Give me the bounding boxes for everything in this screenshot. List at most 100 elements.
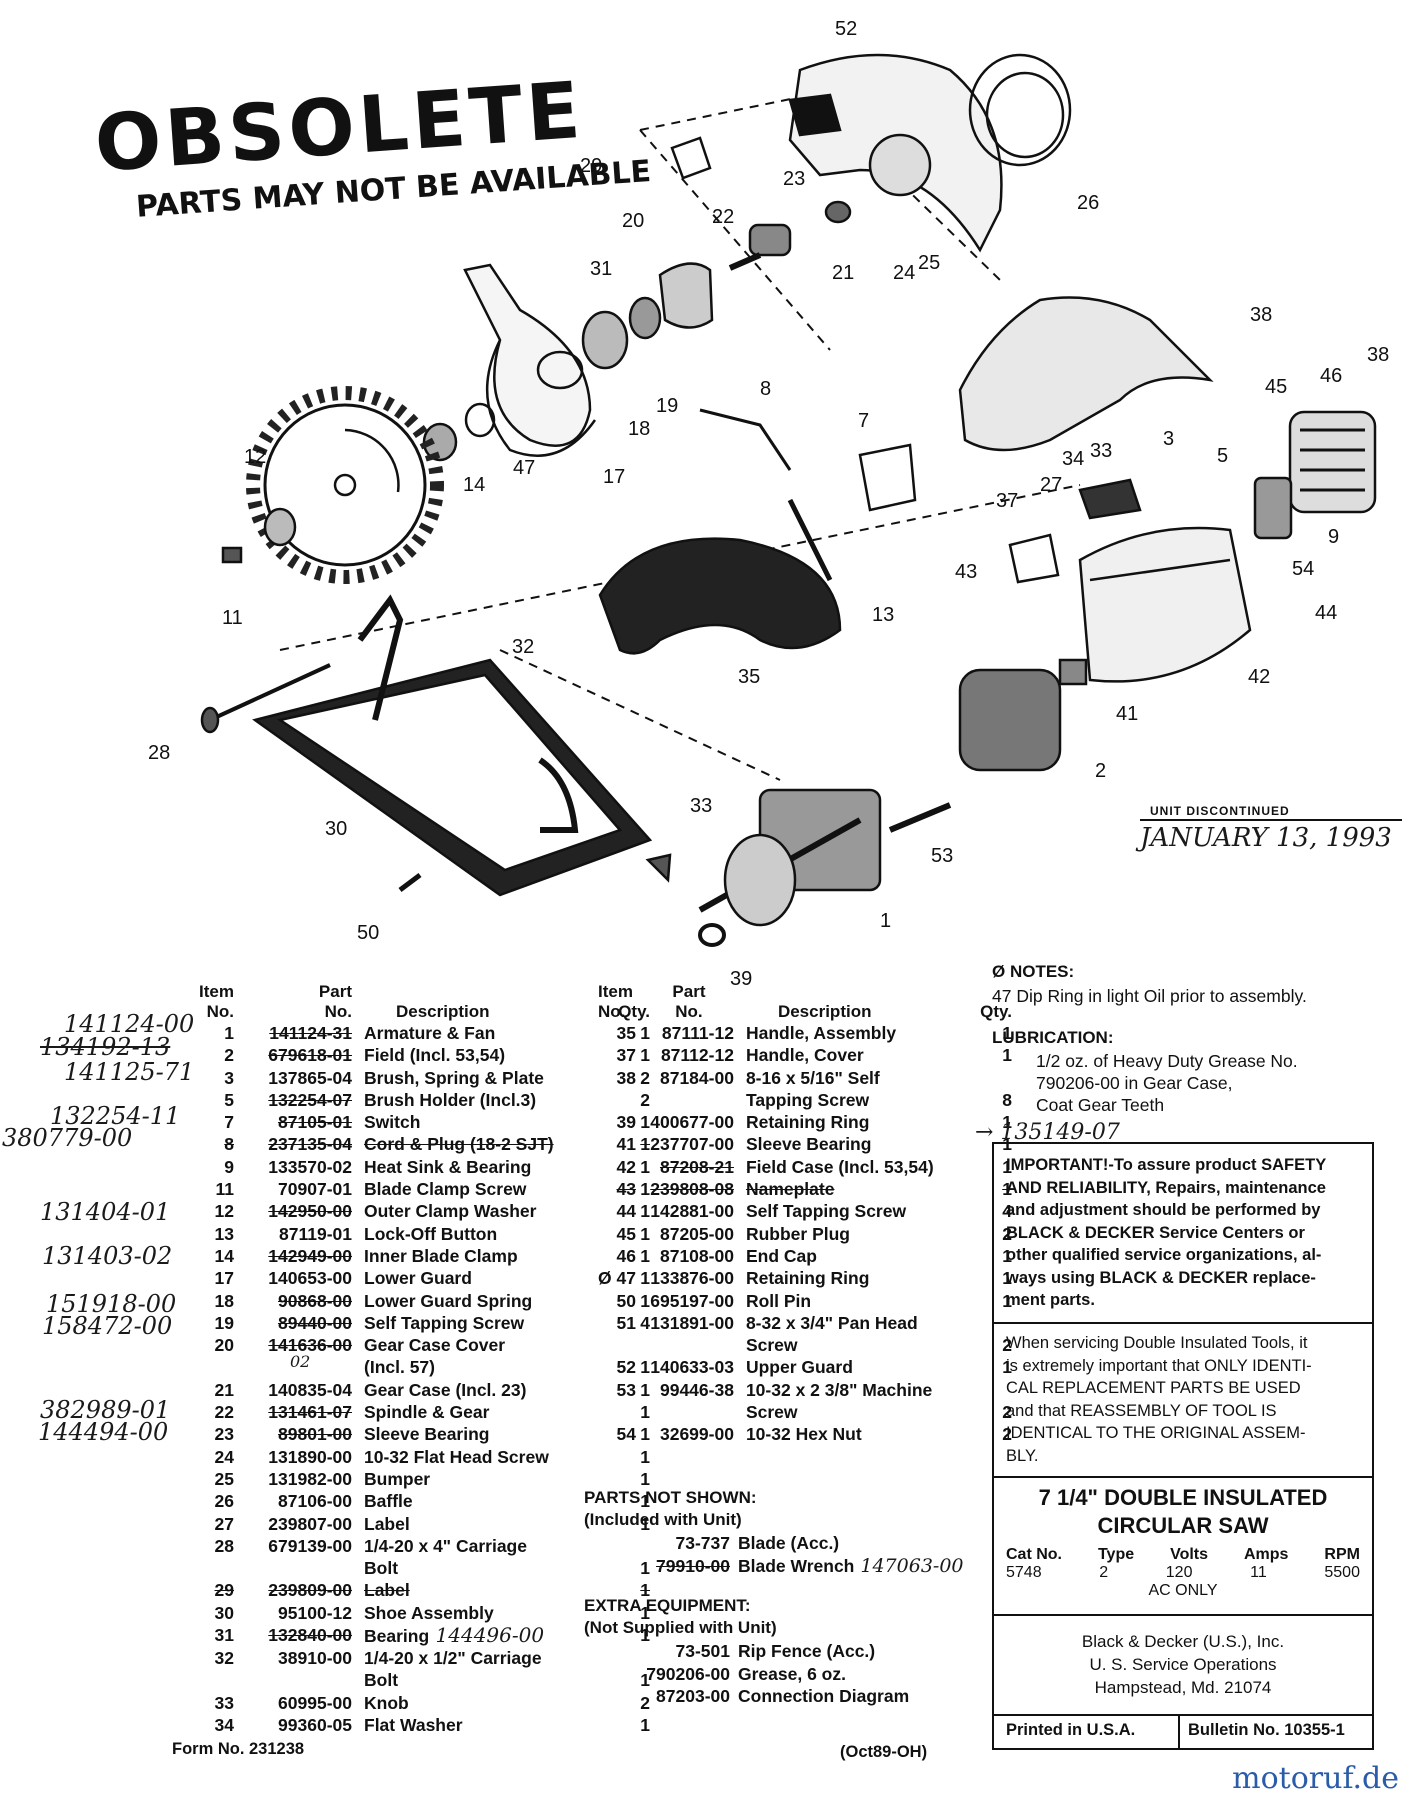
part-number: 87111-12 bbox=[661, 1023, 734, 1043]
description: Brush, Spring & Plate bbox=[364, 1067, 544, 1088]
part-number: 90868-00 bbox=[278, 1290, 352, 1311]
spec-cell: RPM bbox=[1324, 1546, 1360, 1563]
item-number: 52 bbox=[616, 1357, 636, 1378]
description: Switch bbox=[364, 1112, 421, 1133]
text-line: IDENTICAL TO THE ORIGINAL ASSEM- bbox=[1006, 1424, 1306, 1442]
ac-only: AC ONLY bbox=[1148, 1582, 1218, 1599]
description: Armature & Fan bbox=[364, 1023, 496, 1043]
item-number: 17 bbox=[214, 1268, 234, 1289]
callout-46: 46 bbox=[1320, 365, 1343, 387]
callout-8: 8 bbox=[760, 378, 772, 400]
callout-7: 7 bbox=[858, 410, 870, 432]
part-number: 87108-00 bbox=[659, 1245, 734, 1266]
item-number: 26 bbox=[214, 1491, 234, 1512]
callout-37: 37 bbox=[996, 490, 1019, 512]
product-subtitle: CIRCULAR SAW bbox=[1097, 1513, 1269, 1538]
item-number: 21 bbox=[214, 1379, 234, 1400]
callout-52: 52 bbox=[835, 18, 858, 40]
double-insulated-notice: When servicing Double Insulated Tools, i… bbox=[994, 1324, 1372, 1478]
part-number bbox=[640, 1334, 738, 1356]
callout-21: 21 bbox=[832, 262, 855, 284]
part-number: 99360-05 bbox=[278, 1714, 352, 1735]
part-number bbox=[238, 1669, 356, 1691]
handle-assembly-shape bbox=[598, 537, 842, 655]
description: Field Case (Incl. 53,54) bbox=[745, 1156, 934, 1177]
part-number: 131890-00 bbox=[268, 1446, 352, 1467]
part-number: 131461-07 bbox=[268, 1402, 352, 1423]
text-line: Black & Decker (U.S.), Inc. bbox=[1081, 1632, 1285, 1651]
quantity: 4 bbox=[640, 1312, 650, 1333]
item-number: 24 bbox=[214, 1446, 234, 1467]
header-description: Description bbox=[396, 1002, 490, 1021]
part-number: 132254-07 bbox=[268, 1089, 352, 1110]
item-number: 42 bbox=[616, 1156, 636, 1177]
text-line: CAL REPLACEMENT PARTS BE USED bbox=[1006, 1379, 1301, 1397]
callout-44: 44 bbox=[1315, 602, 1338, 624]
callout-30: 30 bbox=[325, 818, 348, 840]
description: Handle, Assembly bbox=[745, 1023, 897, 1043]
part-number: 87119-01 bbox=[279, 1223, 352, 1244]
lubrication-text: 1/2 oz. of Heavy Duty Grease No. 790206-… bbox=[1036, 1050, 1298, 1116]
quantity: 1 bbox=[1002, 1156, 1012, 1177]
item-number: 3 bbox=[224, 1067, 234, 1088]
spec-cell: 5500 bbox=[1324, 1564, 1360, 1581]
header-part-no-r: No. bbox=[675, 1002, 703, 1021]
text-line: ment parts. bbox=[1006, 1291, 1095, 1309]
quantity: 2 bbox=[1002, 1402, 1012, 1423]
quantity: 1 bbox=[640, 1179, 650, 1200]
baffle-shape bbox=[968, 53, 1072, 167]
part-number: 87106-00 bbox=[278, 1491, 352, 1512]
callout-13: 13 bbox=[872, 604, 895, 626]
handwritten-note: 147063-00 bbox=[860, 1554, 964, 1577]
part-number: 87208-21 bbox=[659, 1156, 734, 1177]
description: Self Tapping Screw bbox=[745, 1201, 907, 1222]
lubrication-line: Coat Gear Teeth bbox=[1036, 1095, 1165, 1115]
part-number: 87112-12 bbox=[660, 1045, 734, 1066]
item-number: 11 bbox=[215, 1179, 235, 1200]
description: Inner Blade Clamp bbox=[364, 1245, 518, 1266]
item-number bbox=[190, 1557, 238, 1579]
item-number: 29 bbox=[214, 1580, 234, 1601]
part-number: 142949-00 bbox=[268, 1245, 352, 1266]
description: 10-32 Flat Head Screw bbox=[364, 1446, 549, 1467]
part-number: 239809-00 bbox=[268, 1580, 352, 1601]
callout-33: 33 bbox=[1090, 440, 1113, 462]
part-number: 141636-00 bbox=[268, 1335, 352, 1356]
description: 8-16 x 5/16" Self bbox=[745, 1067, 880, 1088]
item-number: 1 bbox=[224, 1023, 234, 1043]
table-row: (Incl. 57)1 bbox=[190, 1356, 654, 1378]
quantity: 1 bbox=[1002, 1179, 1012, 1200]
callout-41: 41 bbox=[1116, 703, 1139, 725]
quantity: 1 bbox=[640, 1245, 650, 1266]
callout-1: 1 bbox=[880, 910, 892, 932]
item-number: 37 bbox=[616, 1045, 636, 1066]
quantity: 2 bbox=[1002, 1223, 1012, 1244]
description: (Incl. 57) bbox=[364, 1357, 435, 1378]
callout-22: 22 bbox=[712, 206, 735, 228]
part-number: 137865-04 bbox=[268, 1067, 352, 1088]
description: Label bbox=[364, 1580, 410, 1601]
description: Knob bbox=[364, 1692, 409, 1713]
header-part-r: Part bbox=[672, 982, 706, 1001]
text-line: is extremely important that ONLY IDENTI- bbox=[1006, 1356, 1312, 1375]
part-number: 140835-04 bbox=[268, 1379, 352, 1400]
